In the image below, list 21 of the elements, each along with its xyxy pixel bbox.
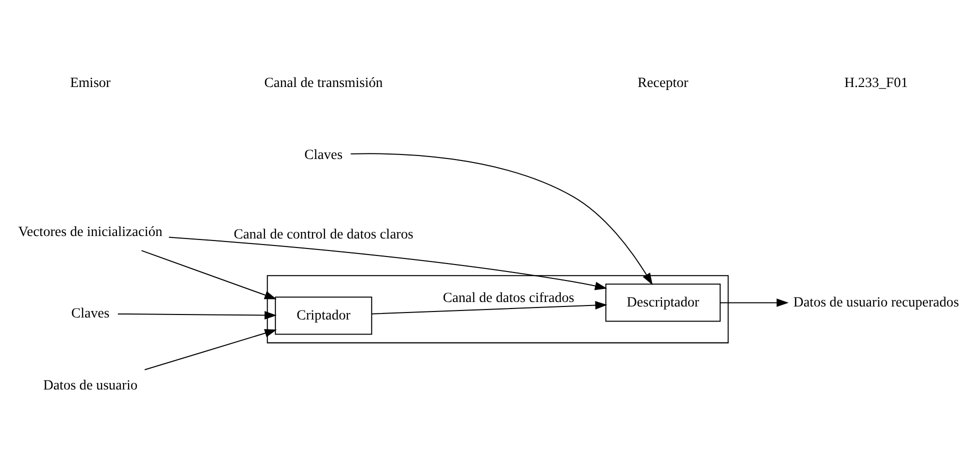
node-box: Criptador [274, 296, 372, 334]
label: H.233_F01 [844, 74, 908, 90]
arrow [350, 152, 653, 285]
node-text: Datos de usuario recuperados [793, 294, 959, 310]
label: Receptor [638, 74, 688, 90]
arrow [141, 250, 277, 299]
label: Canal de transmisión [264, 74, 383, 90]
arrow [118, 310, 277, 319]
arrow [168, 236, 608, 290]
node-text: Vectores de inicialización [18, 224, 162, 240]
node-text: Claves [304, 146, 343, 162]
arrow [144, 328, 277, 370]
arrow [720, 298, 789, 306]
edge-label: Canal de control de datos claros [234, 226, 414, 242]
cluster [266, 274, 729, 343]
node-text: Claves [71, 304, 110, 321]
node-text: Datos de usuario [43, 377, 138, 394]
arrow [372, 300, 608, 314]
node-box: Descriptador [605, 283, 721, 322]
label: Emisor [70, 74, 111, 90]
edge-label: Canal de datos cifrados [442, 289, 574, 306]
